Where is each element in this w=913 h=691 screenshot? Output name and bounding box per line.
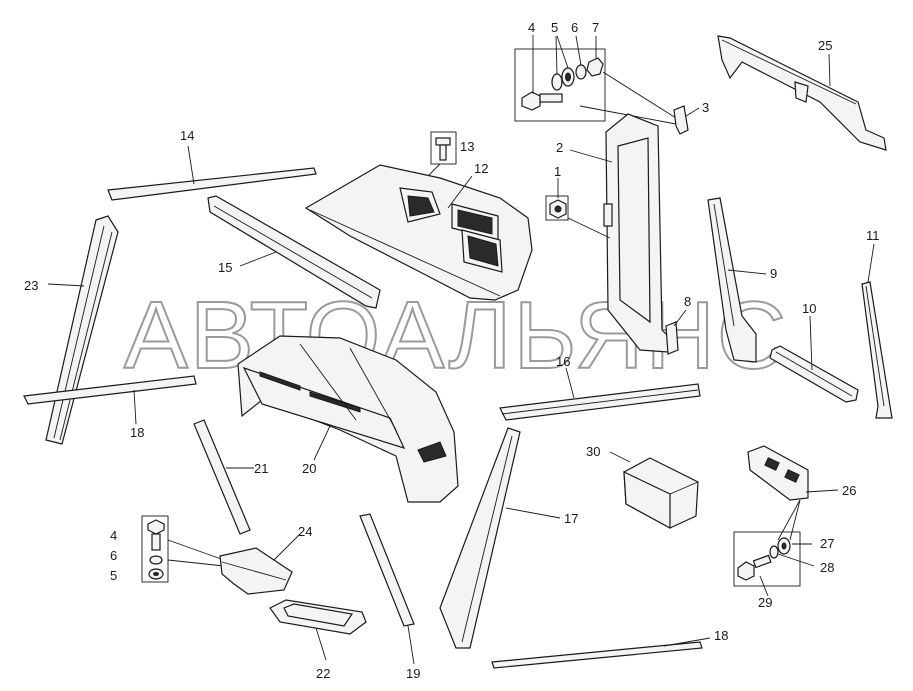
label-part-13: 13 <box>460 139 474 154</box>
part-2-panel <box>603 113 673 353</box>
part-9-pillar <box>707 197 757 363</box>
label-part-4-bottom: 4 <box>110 528 117 543</box>
label-part-1: 1 <box>554 164 561 179</box>
label-part-19: 19 <box>406 666 420 681</box>
part-12-frame <box>304 164 533 301</box>
hardware-group-bottom-left <box>141 515 225 583</box>
hardware-group-bottom-right <box>733 499 801 587</box>
label-part-24: 24 <box>298 524 312 539</box>
hardware-group-top <box>514 48 677 125</box>
label-part-22: 22 <box>316 666 330 681</box>
part-10-sill <box>769 345 859 403</box>
label-part-20: 20 <box>302 461 316 476</box>
part-13-bolt <box>423 131 457 181</box>
part-20-dashboard <box>237 335 459 503</box>
part-8-clip <box>665 321 679 355</box>
label-part-4-top: 4 <box>528 20 535 35</box>
label-part-30: 30 <box>586 444 600 459</box>
label-part-18-bottom: 18 <box>714 628 728 643</box>
label-part-14: 14 <box>180 128 194 143</box>
label-part-17: 17 <box>564 511 578 526</box>
part-14-strip <box>107 167 317 201</box>
callout-labels: 25 3 4 5 6 7 13 12 14 2 1 15 9 11 23 8 1… <box>24 20 880 681</box>
label-part-21: 21 <box>254 461 268 476</box>
label-part-29: 29 <box>758 595 772 610</box>
label-part-6-top: 6 <box>571 20 578 35</box>
leader-lines <box>47 35 875 665</box>
part-25-bracket <box>717 35 887 151</box>
label-part-3: 3 <box>702 100 709 115</box>
label-part-9: 9 <box>770 266 777 281</box>
label-part-26: 26 <box>842 483 856 498</box>
label-part-5-bottom: 5 <box>110 568 117 583</box>
label-part-6-bottom: 6 <box>110 548 117 563</box>
label-part-27: 27 <box>820 536 834 551</box>
part-30-box <box>623 457 699 530</box>
part-24-bracket <box>219 547 293 595</box>
label-part-12: 12 <box>474 161 488 176</box>
label-part-15: 15 <box>218 260 232 275</box>
part-11-pillar <box>861 281 893 419</box>
part-16-sill <box>499 383 701 421</box>
part-22-plate <box>269 599 367 635</box>
part-26-plate <box>747 445 809 501</box>
label-part-23: 23 <box>24 278 38 293</box>
label-part-2: 2 <box>556 140 563 155</box>
label-part-10: 10 <box>802 301 816 316</box>
label-part-7: 7 <box>592 20 599 35</box>
label-part-11: 11 <box>866 228 880 243</box>
part-19-strip <box>359 513 415 627</box>
label-part-28: 28 <box>820 560 834 575</box>
part-21-strip <box>193 419 251 535</box>
label-part-8: 8 <box>684 294 691 309</box>
part-18-sill-left <box>23 375 197 405</box>
part-18-rod-bottom <box>491 641 703 669</box>
label-part-18-left: 18 <box>130 425 144 440</box>
part-23-pillar <box>45 215 119 445</box>
part-17-pillar <box>439 427 521 649</box>
label-part-16: 16 <box>556 354 570 369</box>
part-1-nut <box>545 195 611 239</box>
label-part-25: 25 <box>818 38 832 53</box>
part-15-flange <box>207 195 381 309</box>
label-part-5-top: 5 <box>551 20 558 35</box>
part-3-clip <box>673 105 689 135</box>
